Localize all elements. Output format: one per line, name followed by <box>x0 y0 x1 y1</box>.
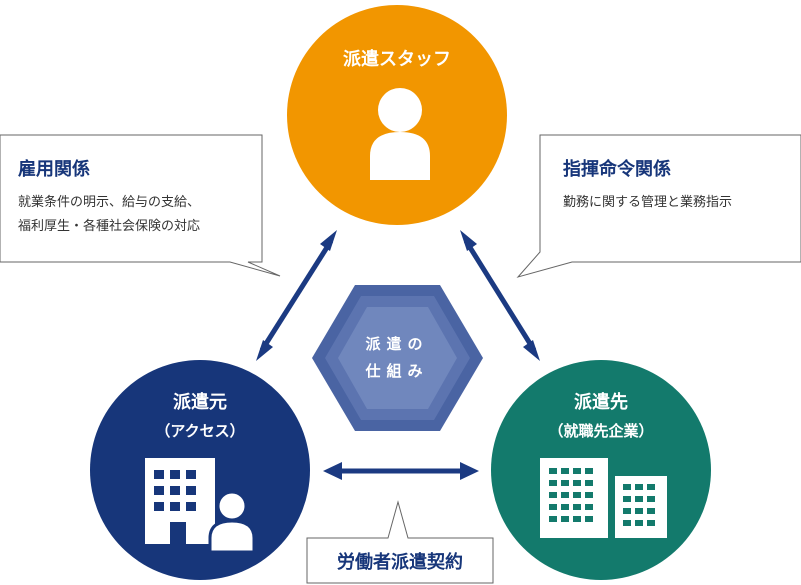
hexagon-inner <box>338 307 457 409</box>
arrows <box>256 230 540 480</box>
employment-title: 雇用関係 <box>18 158 90 180</box>
staff-client-arrow <box>460 230 540 361</box>
command-text-line1: 勤務に関する管理と業務指示 <box>563 194 732 210</box>
command-title: 指揮命令関係 <box>563 158 671 180</box>
staff-origin-arrow <box>256 230 337 361</box>
origin-title: 派遣元 <box>173 391 227 413</box>
employment-text-line2: 福利厚生・各種社会保険の対応 <box>18 218 200 234</box>
contract-callout: 労働者派遣契約 <box>306 500 494 584</box>
office-building-with-person-icon <box>145 458 256 554</box>
person-icon <box>370 88 430 180</box>
center-label-line1: 派遣の <box>365 335 428 353</box>
client-title: 派遣先 <box>574 391 628 413</box>
client-subtitle: （就職先企業） <box>548 422 653 440</box>
origin-client-arrow <box>323 462 479 480</box>
employment-text-line1: 就業条件の明示、給与の支給、 <box>18 194 200 210</box>
contract-callout-box <box>306 500 494 584</box>
staff-title: 派遣スタッフ <box>343 48 451 70</box>
client-node: 派遣先 （就職先企業） <box>491 360 711 580</box>
office-buildings-icon <box>540 458 667 538</box>
employment-callout-box <box>0 134 281 277</box>
employment-callout: 雇用関係 就業条件の明示、給与の支給、 福利厚生・各種社会保険の対応 <box>0 134 281 277</box>
staff-node: 派遣スタッフ <box>287 5 507 225</box>
center-label-line2: 仕組み <box>364 362 428 380</box>
command-callout: 指揮命令関係 勤務に関する管理と業務指示 <box>516 134 801 278</box>
origin-node: 派遣元 （アクセス） <box>90 360 310 580</box>
contract-title: 労働者派遣契約 <box>337 551 463 573</box>
origin-subtitle: （アクセス） <box>155 422 244 440</box>
command-callout-box <box>516 134 801 278</box>
center-hexagon: 派遣の 仕組み <box>312 285 483 431</box>
